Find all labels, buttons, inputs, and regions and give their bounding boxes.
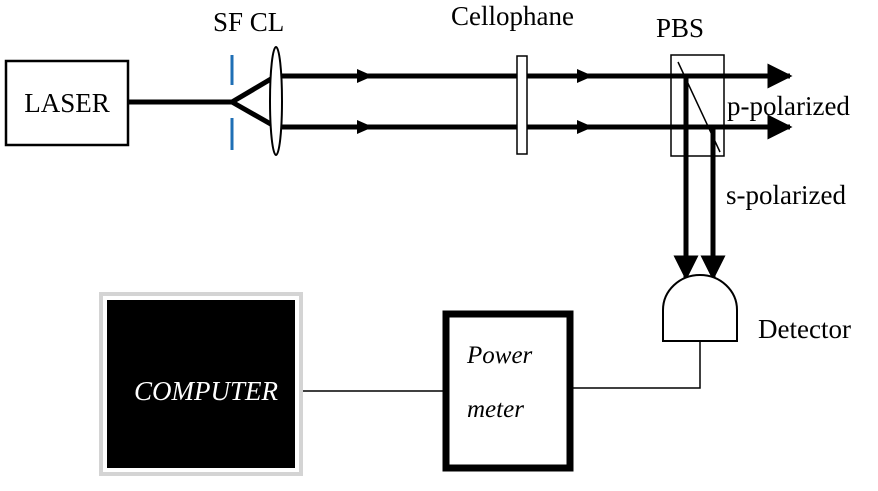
detector-wire <box>573 341 701 389</box>
computer-screen <box>107 300 295 468</box>
laser-box <box>4 59 130 147</box>
lower-beam-arrow-1 <box>357 120 373 134</box>
laser-label: LASER <box>24 88 110 118</box>
lower-beam-arrow-2 <box>577 120 593 134</box>
diverging-beam-lower <box>230 99 278 130</box>
pbs-cube <box>670 54 725 157</box>
detector <box>662 274 738 342</box>
upper-beam-arrow-2 <box>577 69 593 83</box>
p-polarized-label: p-polarized <box>727 91 850 121</box>
power-meter-label-line2: meter <box>467 396 524 423</box>
cellophane-plate <box>516 55 528 155</box>
computer-label: COMPUTER <box>134 376 278 406</box>
cellophane-label: Cellophane <box>451 1 574 31</box>
pbs-label: PBS <box>656 13 704 43</box>
detector-label: Detector <box>758 314 851 344</box>
sf-cl-label: SF CL <box>213 7 284 37</box>
power-meter-label-line1: Power <box>466 342 533 369</box>
upper-beam-arrow-1 <box>357 69 373 83</box>
collimating-lens <box>269 46 283 156</box>
s-polarized-label: s-polarized <box>726 180 846 210</box>
diverging-beam-upper <box>230 73 278 105</box>
power-meter-box <box>442 310 574 472</box>
